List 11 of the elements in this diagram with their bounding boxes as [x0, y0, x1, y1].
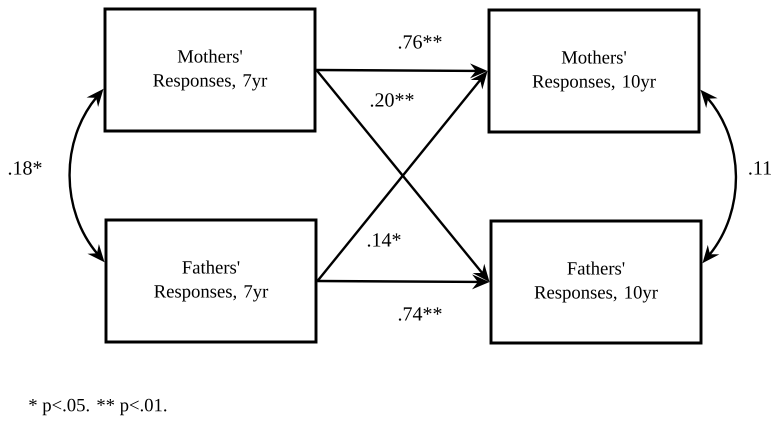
variable-box: Mothers' Responses, 10yr: [488, 8, 700, 134]
footnote: * p<.05. ** p<.01.: [29, 398, 166, 416]
variable-box: Mothers' Responses, 7yr: [104, 8, 316, 132]
edge-label: .20**: [368, 92, 416, 108]
edge-label: .11: [746, 160, 774, 176]
variable-box: Fathers' Responses, 7yr: [104, 218, 318, 344]
edge-label: .18*: [6, 160, 44, 176]
edge-label: .74**: [396, 306, 444, 322]
variable-box: Fathers' Responses, 10yr: [490, 220, 702, 344]
edge-label: .76**: [396, 34, 444, 50]
edge-label: .14*: [365, 232, 403, 248]
